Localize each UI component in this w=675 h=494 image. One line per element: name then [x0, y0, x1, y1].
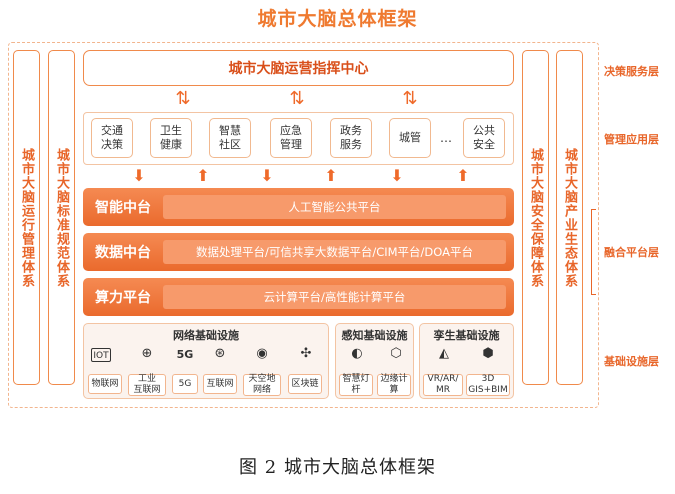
right-column-security: 城市大脑安全保障体系 [522, 50, 549, 385]
platform-data-content: 数据处理平台/可信共享大数据平台/CIM平台/DOA平台 [163, 240, 506, 264]
app-urban: 城管 [389, 118, 431, 158]
layer-label-application: 管理应用层 [604, 133, 659, 146]
arrow-down-icon: ⬇ [390, 166, 404, 185]
vr-icon: ◭ [439, 346, 449, 361]
outer-frame [8, 42, 599, 408]
right-column-industry-label: 城市大脑产业生态体系 [562, 147, 577, 288]
diagram-title: 城市大脑总体框架 [257, 8, 418, 30]
left-column-operations-label: 城市大脑运行管理体系 [19, 147, 34, 288]
platform-compute-label: 算力平台 [95, 290, 151, 306]
app-health: 卫生 健康 [150, 118, 192, 158]
infra-item-label: 3D GIS+BIM [466, 374, 510, 396]
infra-network-title: 网络基础设施 [173, 329, 239, 342]
platform-layer-bracket [591, 209, 596, 295]
platform-ai-label: 智能中台 [95, 200, 151, 216]
arrow-up-icon: ⬆ [456, 166, 470, 185]
infra-item-label: 边缘计 算 [377, 374, 411, 396]
infra-item-label: 天空地 网络 [243, 374, 281, 396]
platform-ai: 智能中台 人工智能公共平台 [83, 188, 514, 226]
infra-item-label: VR/AR/ MR [423, 374, 463, 396]
right-column-industry: 城市大脑产业生态体系 [556, 50, 583, 385]
app-community: 智慧 社区 [209, 118, 251, 158]
app-public-safety: 公共 安全 [463, 118, 505, 158]
infra-item-label: 区块链 [288, 374, 322, 394]
infra-twin-title: 孪生基础设施 [433, 329, 500, 342]
platform-data-label: 数据中台 [95, 245, 151, 261]
platform-compute: 算力平台 云计算平台/高性能计算平台 [83, 278, 514, 316]
iot-icon: IOT [91, 348, 111, 362]
app-government: 政务 服务 [330, 118, 372, 158]
app-transport: 交通 决策 [91, 118, 133, 158]
infra-item-label: 5G [172, 374, 198, 394]
command-center: 城市大脑运营指挥中心 [83, 50, 514, 86]
left-column-standards-label: 城市大脑标准规范体系 [54, 147, 69, 288]
arrow-down-icon: ⬇ [260, 166, 274, 185]
layer-label-infrastructure: 基础设施层 [604, 355, 659, 368]
platform-compute-content: 云计算平台/高性能计算平台 [163, 285, 506, 309]
arrow-down-icon: ⬇ [132, 166, 146, 185]
infra-item-label: 物联网 [88, 374, 122, 394]
globe-icon: ⊕ [141, 346, 153, 361]
app-more: … [440, 131, 452, 145]
network-icon: ⊛ [214, 346, 226, 361]
left-column-standards: 城市大脑标准规范体系 [48, 50, 75, 385]
infra-sensing-title: 感知基础设施 [341, 329, 408, 342]
arrow-up-icon: ⬆ [196, 166, 210, 185]
satellite-icon: ◉ [256, 346, 268, 361]
arrow-up-icon: ⬆ [324, 166, 338, 185]
infra-item-label: 工业 互联网 [128, 374, 166, 396]
layer-label-decision: 决策服务层 [604, 65, 659, 78]
platform-data: 数据中台 数据处理平台/可信共享大数据平台/CIM平台/DOA平台 [83, 233, 514, 271]
figure-caption: 图 2 城市大脑总体框架 [239, 457, 436, 478]
cube-icon: ⬢ [482, 346, 494, 361]
blockchain-icon: ✣ [300, 346, 312, 361]
left-column-operations: 城市大脑运行管理体系 [13, 50, 40, 385]
right-column-security-label: 城市大脑安全保障体系 [528, 147, 543, 288]
lamp-icon: ◐ [351, 346, 363, 361]
double-arrow-icon: ⇅ [289, 88, 305, 109]
double-arrow-icon: ⇅ [175, 88, 191, 109]
infra-item-label: 智慧灯 杆 [339, 374, 373, 396]
double-arrow-icon: ⇅ [402, 88, 418, 109]
5g-icon: 5G [176, 348, 194, 361]
layer-label-platform: 融合平台层 [604, 246, 659, 259]
app-emergency: 应急 管理 [270, 118, 312, 158]
infra-item-label: 互联网 [203, 374, 237, 394]
platform-ai-content: 人工智能公共平台 [163, 195, 506, 219]
edge-compute-icon: ⬡ [390, 346, 402, 361]
